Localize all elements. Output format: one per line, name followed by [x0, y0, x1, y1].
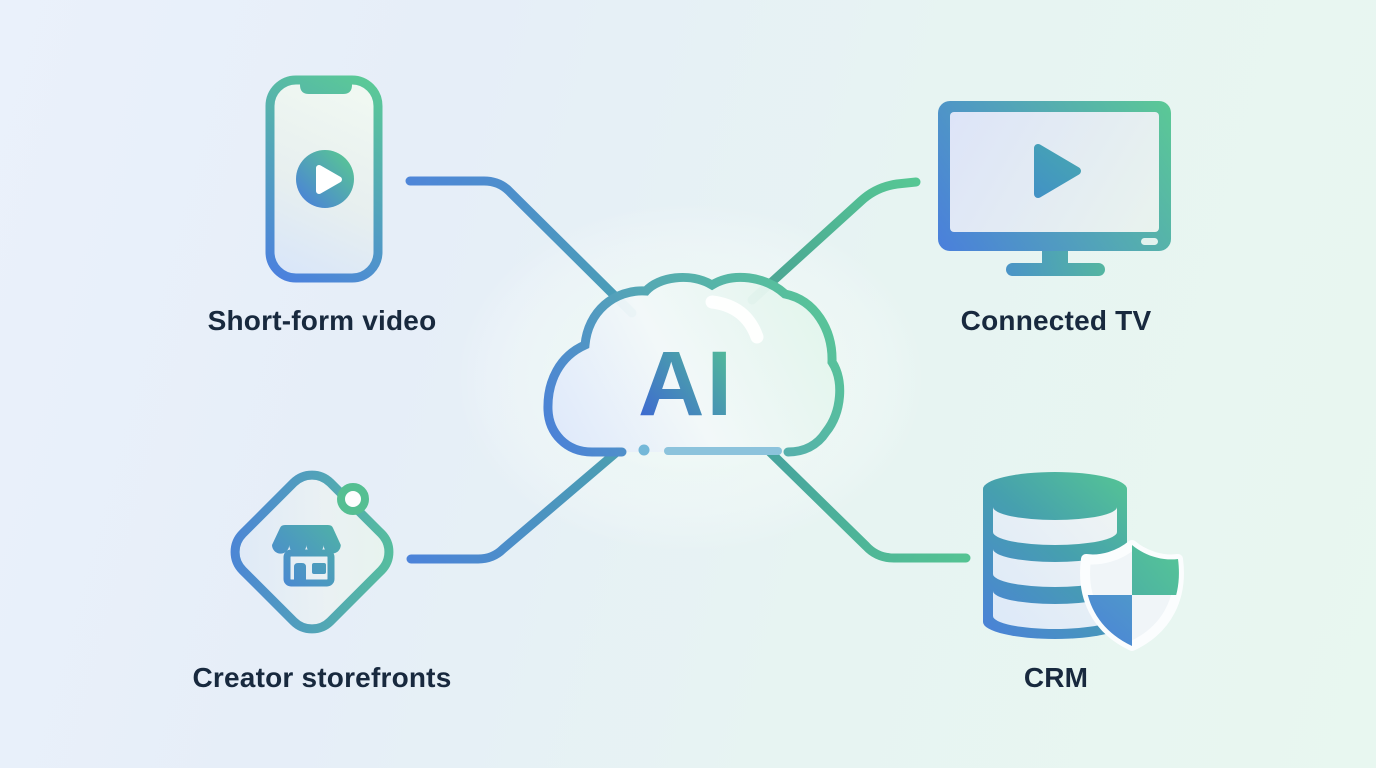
connector-creator-storefronts	[406, 446, 623, 564]
tv-indicator-light	[1141, 238, 1158, 245]
ai-cloud: AI	[543, 272, 845, 457]
tv-play-icon	[938, 101, 1171, 276]
label-connected-tv: Connected TV	[960, 305, 1152, 336]
smartphone-play-icon	[265, 75, 383, 283]
shield-icon	[1080, 540, 1184, 651]
database-shield-icon	[983, 472, 1184, 651]
phone-notch	[300, 80, 352, 94]
ai-label: AI	[638, 333, 734, 435]
play-triangle-icon	[316, 165, 342, 194]
cloud-bottom-dot	[638, 444, 650, 456]
label-creator-storefronts: Creator storefronts	[192, 662, 452, 693]
label-short-form-video: Short-form video	[207, 305, 437, 336]
cloud-fill	[547, 277, 840, 452]
tag-hole	[337, 483, 369, 515]
cloud-highlight-icon	[705, 295, 764, 344]
price-tag-storefront-icon	[230, 470, 394, 634]
storefront-window	[312, 563, 326, 574]
label-crm: CRM	[1023, 662, 1089, 693]
storefront-icon	[272, 525, 341, 587]
storefront-door	[294, 563, 306, 583]
cloud-outline	[543, 272, 845, 457]
connector-crm	[765, 447, 971, 563]
tv-play-triangle-icon	[1034, 144, 1081, 198]
tv-stand-base	[1006, 263, 1105, 276]
connector-short-form-video	[405, 176, 637, 318]
connector-connected-tv	[747, 177, 921, 305]
